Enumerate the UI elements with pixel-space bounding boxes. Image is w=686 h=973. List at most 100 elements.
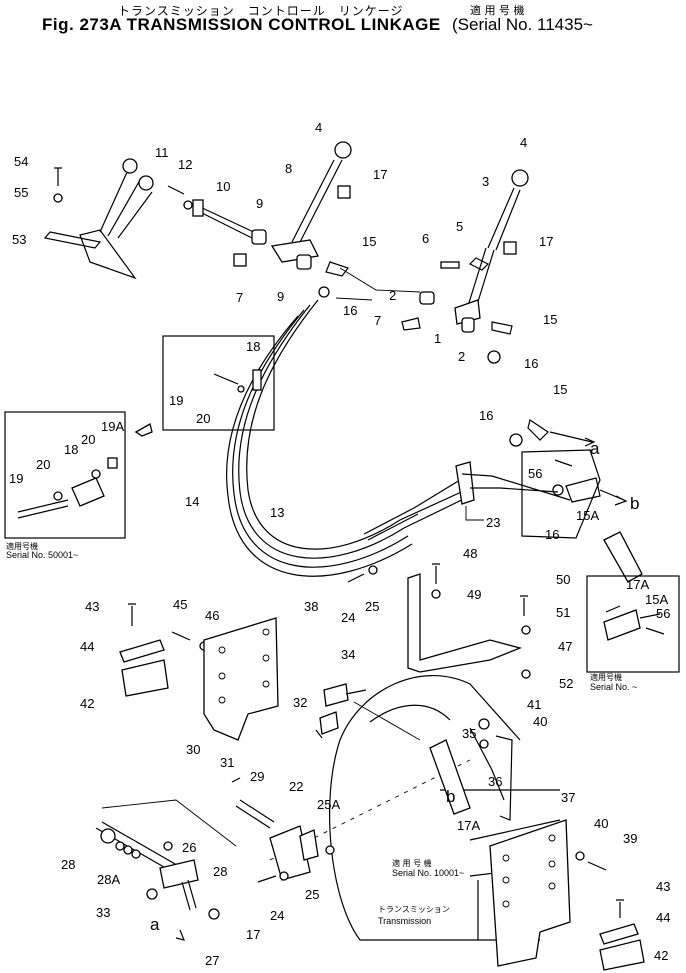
callout-54: 54 [14, 154, 28, 169]
callout-3: 3 [482, 174, 489, 189]
transmission-applicability: 適 用 号 機 [392, 858, 432, 868]
callout-labels: 1 2 2 3 4 4 5 6 7 7 8 9 9 10 11 12 13 14… [9, 120, 670, 968]
callout-44: 44 [80, 639, 94, 654]
callout-50: 50 [556, 572, 570, 587]
callout-14: 14 [185, 494, 199, 509]
callout-19A: 19A [101, 419, 124, 434]
lever-3 [401, 169, 529, 364]
inset-left-serial: Serial No. 50001~ [6, 550, 78, 560]
callout-17A: 17A [457, 818, 480, 833]
lever-8 [270, 141, 352, 298]
callout-36: 36 [488, 774, 502, 789]
callout-11: 11 [155, 145, 169, 160]
callout-41: 41 [527, 697, 541, 712]
inset-right-applicability: 適用号機 [590, 672, 622, 682]
callout-38: 38 [304, 599, 318, 614]
callout-18: 18 [246, 339, 260, 354]
callout-32: 32 [293, 695, 307, 710]
callout-2b: 2 [458, 349, 465, 364]
title-japanese: トランスミッション コントロール リンケージ [118, 4, 404, 18]
callout-56b: 56 [656, 606, 670, 621]
callout-43: 43 [85, 599, 99, 614]
callout-42b: 42 [654, 948, 668, 963]
callout-49: 49 [467, 587, 481, 602]
callout-9: 9 [256, 196, 263, 211]
callout-45: 45 [173, 597, 187, 612]
callout-28A: 28A [97, 872, 120, 887]
callout-34: 34 [341, 647, 355, 662]
callout-6: 6 [422, 231, 429, 246]
shaft-assembly [167, 185, 267, 267]
callout-15A-inset: 15A [645, 592, 668, 607]
callout-15b: 15 [543, 312, 557, 327]
plate-37 [489, 819, 571, 967]
callout-13: 13 [270, 505, 284, 520]
callout-28b: 28 [213, 864, 227, 879]
arrow-label-a-lower: a [150, 915, 160, 934]
callout-7: 7 [236, 290, 243, 305]
callout-17c: 17 [246, 927, 260, 942]
callout-5: 5 [456, 219, 463, 234]
arrow-label-b-upper: b [630, 494, 639, 513]
callout-12: 12 [178, 157, 192, 172]
callout-19b: 19 [9, 471, 23, 486]
arrow-label-b-lower: b [446, 787, 455, 806]
callout-25A: 25A [317, 797, 340, 812]
callout-16: 16 [343, 303, 357, 318]
title-serial-japanese: 適 用 号 機 [470, 4, 525, 17]
title-serial-range: (Serial No. 11435~ [452, 15, 593, 34]
callout-37: 37 [561, 790, 575, 805]
callout-15A: 15A [576, 508, 599, 523]
callout-1: 1 [434, 331, 441, 346]
callout-8: 8 [285, 161, 292, 176]
transmission-name-jp: トランスミッション [378, 905, 450, 914]
arrow-label-a-upper: a [590, 439, 600, 458]
callout-19: 19 [169, 393, 183, 408]
callout-22: 22 [289, 779, 303, 794]
callout-39: 39 [623, 831, 637, 846]
callout-24b: 24 [270, 908, 284, 923]
callout-55: 55 [14, 185, 28, 200]
callout-16d: 16 [545, 527, 559, 542]
lever-assembly-left [43, 158, 154, 280]
callout-25: 25 [365, 599, 379, 614]
plate-38 [203, 617, 279, 741]
callout-53: 53 [12, 232, 26, 247]
bracket-47 [407, 573, 523, 673]
callout-33: 33 [96, 905, 110, 920]
inset-box-upper [162, 335, 275, 431]
callout-15c: 15 [553, 382, 567, 397]
callout-16c: 16 [479, 408, 493, 423]
callout-35: 35 [462, 726, 476, 741]
callout-17: 17 [373, 167, 387, 182]
callout-27: 27 [205, 953, 219, 968]
callout-43b: 43 [656, 879, 670, 894]
callout-4: 4 [315, 120, 322, 135]
callout-31: 31 [220, 755, 234, 770]
callout-30: 30 [186, 742, 200, 757]
callout-18b: 18 [64, 442, 78, 457]
transmission-name-en: Transmission [378, 916, 431, 926]
callout-9b: 9 [277, 289, 284, 304]
callout-46: 46 [205, 608, 219, 623]
callout-20: 20 [196, 411, 210, 426]
figure-title: Fig. 273A TRANSMISSION CONTROL LINKAGE [42, 15, 441, 34]
callout-52: 52 [559, 676, 573, 691]
callout-44b: 44 [656, 910, 670, 925]
callout-48: 48 [463, 546, 477, 561]
callout-20b: 20 [81, 432, 95, 447]
callout-26: 26 [182, 840, 196, 855]
control-cables [225, 299, 500, 577]
callout-56: 56 [528, 466, 542, 481]
inset-box-left [4, 411, 126, 539]
callout-17b: 17 [539, 234, 553, 249]
inset-left-applicability: 適用号機 [6, 541, 38, 551]
transmission-serial: Serial No. 10001~ [392, 868, 464, 878]
callout-24: 24 [341, 610, 355, 625]
callout-40b: 40 [594, 816, 608, 831]
callout-20c: 20 [36, 457, 50, 472]
callout-17A-inset: 17A [626, 577, 649, 592]
callout-23: 23 [486, 515, 500, 530]
